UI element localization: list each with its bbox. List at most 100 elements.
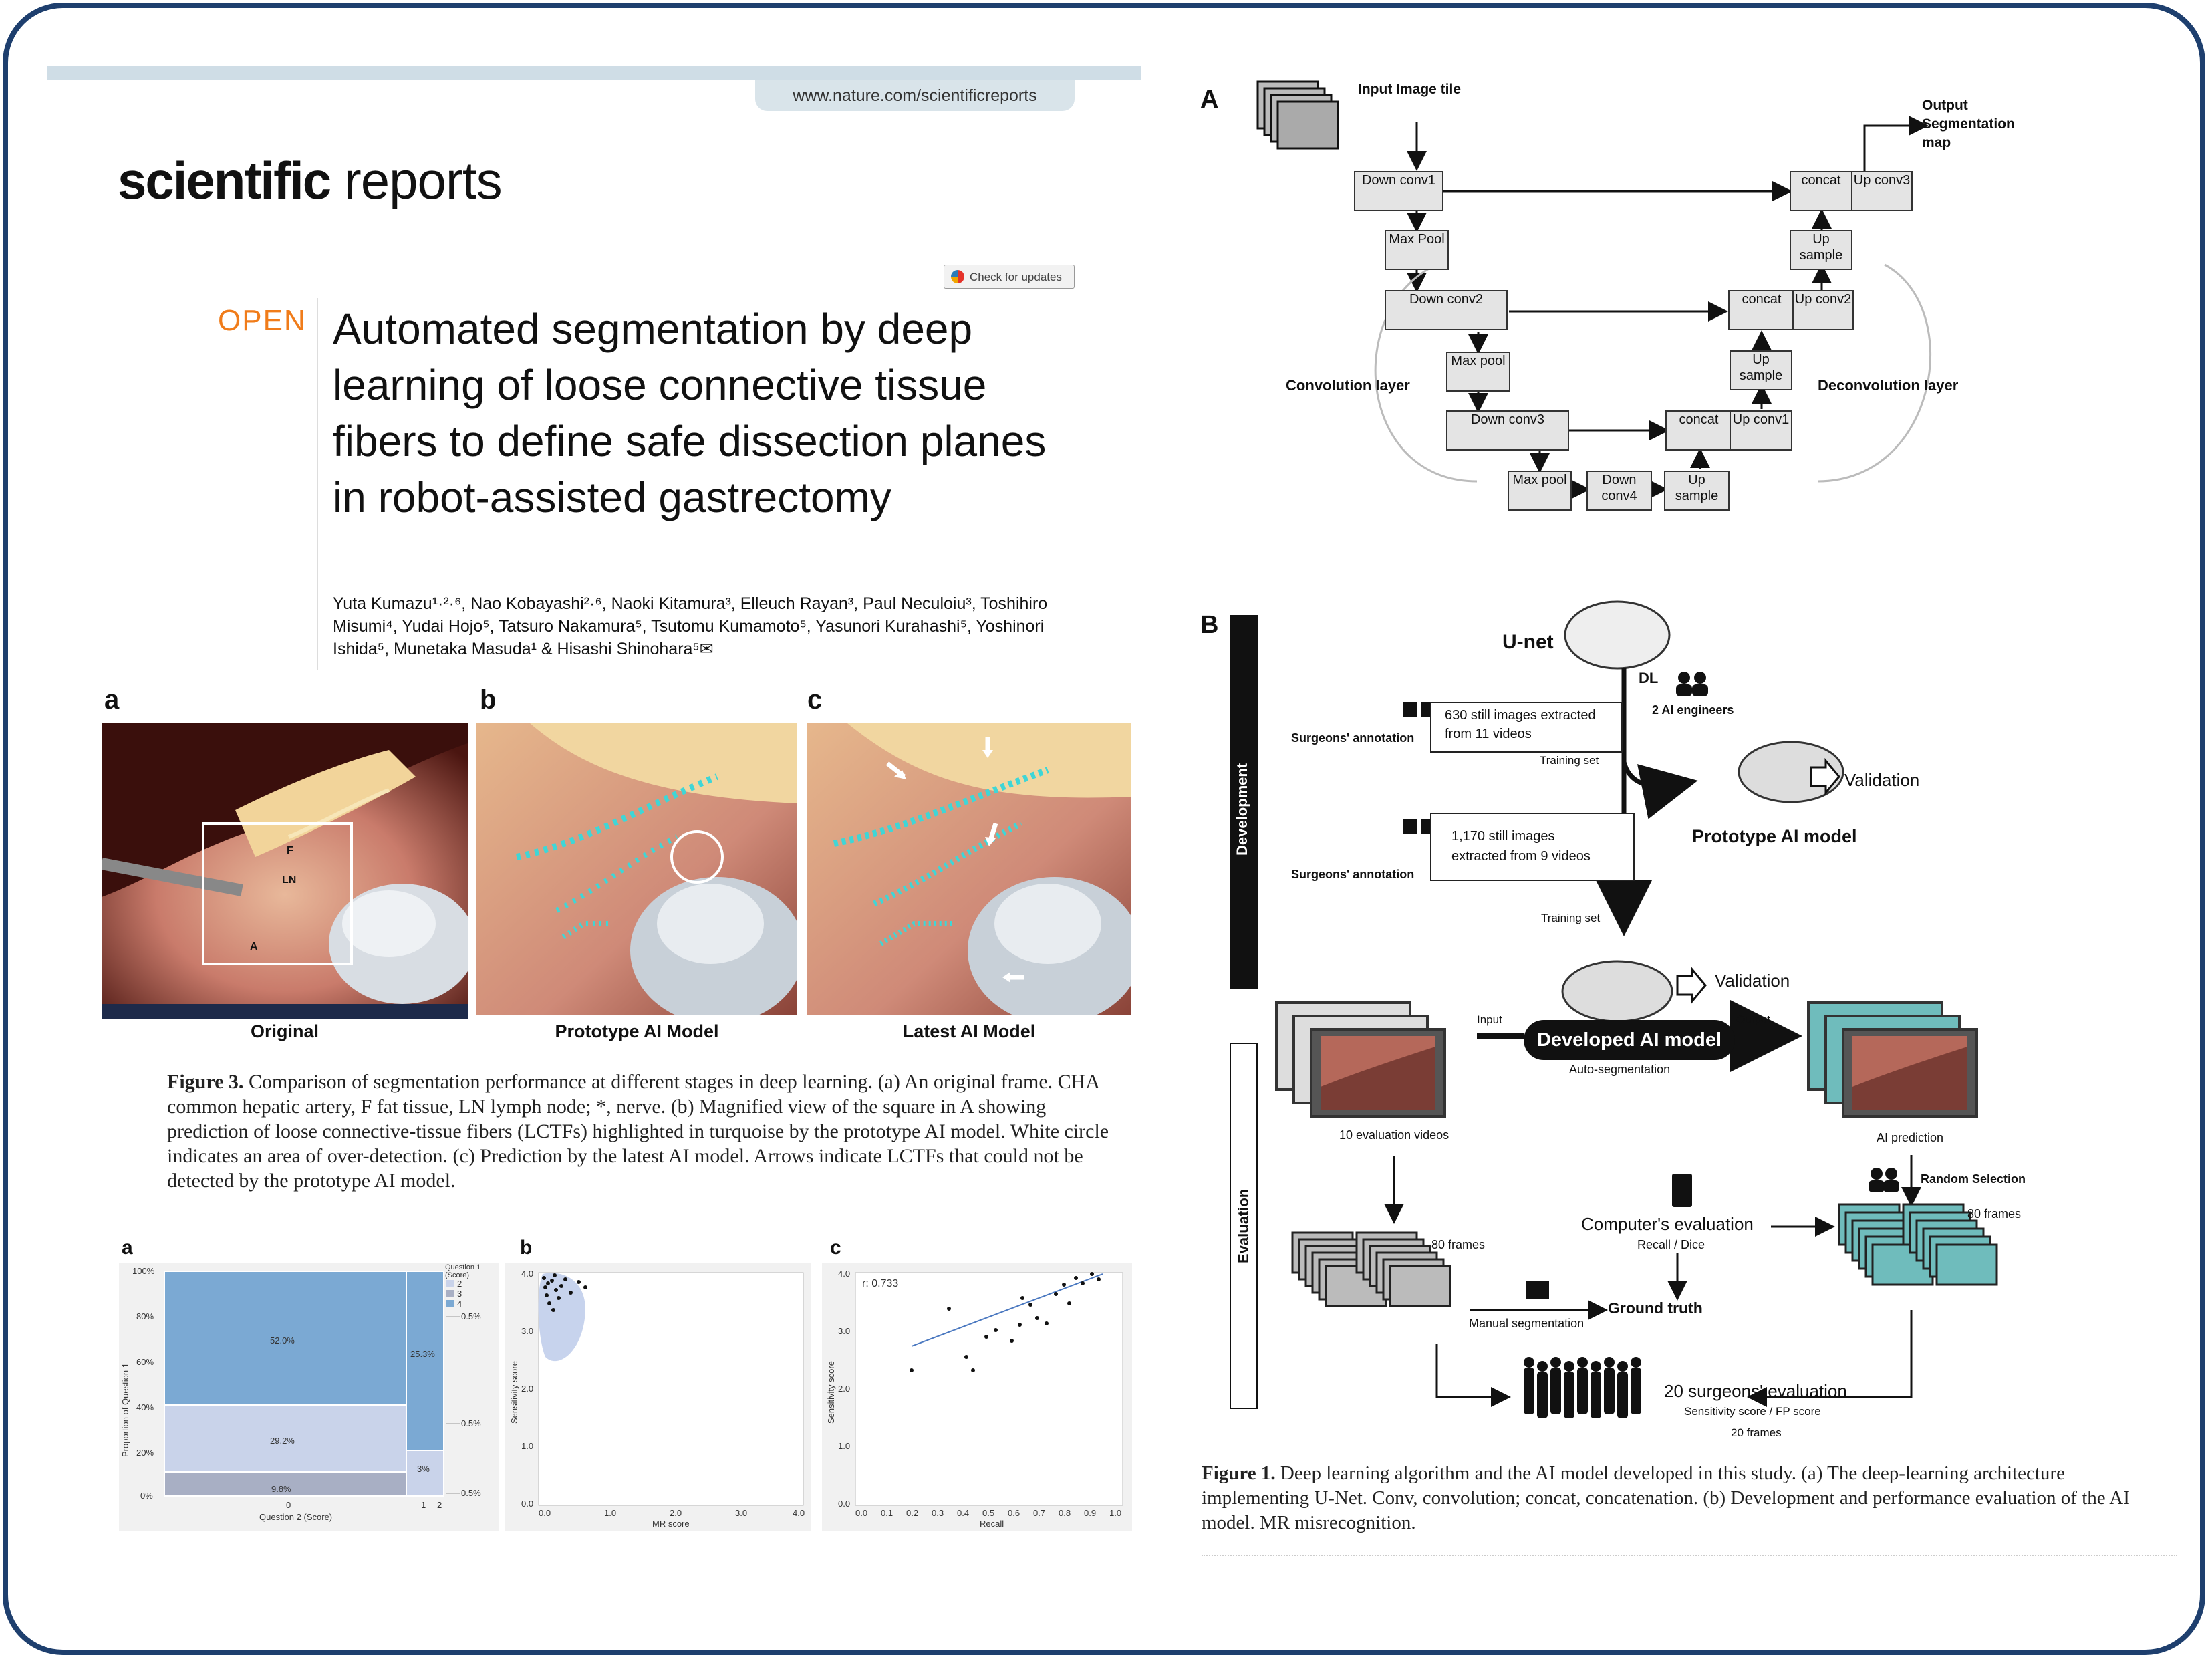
development-label: Development <box>1234 763 1250 856</box>
ground-truth-label: Ground truth <box>1608 1299 1703 1317</box>
image-stack-icon <box>1256 80 1339 150</box>
chart-b-point <box>559 1284 563 1288</box>
chart-b-xtick-4: 4.0 <box>793 1508 805 1518</box>
chart-b-point <box>577 1280 581 1284</box>
chart-c-xlabel: Recall <box>980 1519 1004 1529</box>
development-bar <box>1230 615 1258 989</box>
chart-b-xtick-0: 0.0 <box>539 1508 551 1518</box>
chart-a: 52.0% 29.2% 9.8% 25.3% 3% 0.5% 0.5% 0.5%… <box>119 1263 499 1531</box>
surgeon-head <box>1604 1357 1615 1368</box>
chart-c-point <box>1081 1281 1085 1285</box>
chart-c-point <box>1062 1283 1066 1287</box>
chart-c-point <box>994 1328 998 1332</box>
unet-down-conv3: Down conv3 <box>1446 410 1569 451</box>
chart-a-xtick-1: 1 <box>421 1500 426 1510</box>
frames-20-label: 20 frames <box>1731 1426 1782 1439</box>
developed-ai-model: Developed AI model <box>1524 1020 1735 1060</box>
chart-c-point <box>1020 1296 1024 1300</box>
chart-c-xtick: 0.7 <box>1033 1508 1046 1518</box>
chart-a-side-2: 0.5% <box>461 1418 481 1428</box>
chart-b-point <box>550 1279 554 1283</box>
surgeon-head <box>1564 1361 1574 1372</box>
chart-c-point <box>1035 1316 1039 1320</box>
journal-logo: scientific reports <box>118 150 503 211</box>
chart-b-ytick-1: 1.0 <box>521 1441 534 1451</box>
chart-a-label-mid: 29.2% <box>270 1436 295 1446</box>
chart-c-point <box>1074 1276 1078 1280</box>
recall-dice-label: Recall / Dice <box>1637 1238 1705 1251</box>
fig3-panel-c-letter: c <box>807 685 823 715</box>
chart-a-letter: a <box>122 1237 133 1259</box>
unet-concat-3: concat <box>1790 171 1852 211</box>
fig3-caption-text: Comparison of segmentation performance a… <box>167 1071 1109 1192</box>
journal-logo-bold: scientific <box>118 151 331 210</box>
chart-a-xtick-0: 0 <box>286 1500 291 1510</box>
manual-segmentation-label: Manual segmentation <box>1469 1317 1584 1330</box>
surgeon-head <box>1631 1357 1641 1368</box>
surgeon-body <box>1537 1372 1548 1418</box>
unet-down-conv1: Down conv1 <box>1354 171 1443 211</box>
unet-concat-1: concat <box>1665 410 1732 451</box>
prototype-ai-model-label: Prototype AI model <box>1692 826 1857 846</box>
chart-b-xtick-1: 1.0 <box>604 1508 617 1518</box>
chart-c-ylabel: Sensitivity score <box>826 1361 836 1424</box>
chart-c-xtick: 0.3 <box>932 1508 944 1518</box>
auto-segmentation-label: Auto-segmentation <box>1569 1063 1671 1076</box>
fig3-prototype-photo <box>476 723 797 1015</box>
unet-up-sample-1: Up sample <box>1664 471 1730 511</box>
flow-connectors <box>1384 600 1921 1407</box>
validation-2-label: Validation <box>1715 971 1790 991</box>
chart-a-ytick-60: 60% <box>136 1357 154 1367</box>
check-updates-button[interactable]: Check for updates <box>944 265 1075 289</box>
chart-b-xtick-2: 2.0 <box>670 1508 682 1518</box>
fig3-label-latest: Latest AI Model <box>902 1021 1036 1041</box>
chart-c-point <box>984 1335 988 1339</box>
chart-a-ytick-80: 80% <box>136 1311 154 1321</box>
surgeon-body <box>1631 1368 1641 1414</box>
chart-b-point <box>553 1273 557 1277</box>
chart-b-ytick-3: 3.0 <box>521 1326 534 1336</box>
chart-a-legend-3: 3 <box>457 1289 462 1299</box>
surgeon-head <box>1537 1361 1548 1372</box>
open-access-label: OPEN <box>218 304 307 337</box>
unet-output-label: Output Segmentation map <box>1922 98 2015 150</box>
unet-down-conv4: Down conv4 <box>1586 471 1652 511</box>
unet-connectors <box>1374 116 1931 499</box>
chart-b-ylabel: Sensitivity score <box>509 1361 519 1424</box>
chart-c-point <box>947 1307 951 1311</box>
deconvolution-layer-label: Deconvolution layer <box>1818 377 1959 394</box>
chart-b-point <box>554 1288 558 1292</box>
unet-max-pool-1: Max Pool <box>1385 230 1449 270</box>
surgeons-annotation-1: Surgeons' annotation <box>1291 731 1415 745</box>
surgeon-head <box>1577 1357 1588 1368</box>
chart-c-xtick: 0.8 <box>1059 1508 1071 1518</box>
journal-url[interactable]: www.nature.com/scientificreports <box>755 80 1075 111</box>
chart-c-xtick: 0.5 <box>982 1508 995 1518</box>
frames-stack-teal <box>1838 1203 1998 1286</box>
chart-a-legend-title: Question 1 (Score) <box>445 1263 481 1279</box>
chart-b-point <box>545 1293 549 1297</box>
surgeons-annotation-2: Surgeons' annotation <box>1291 868 1415 881</box>
chart-c-ytick-3: 3.0 <box>838 1326 851 1336</box>
chart-c-point <box>1010 1339 1014 1343</box>
chart-c-xtick: 0.9 <box>1084 1508 1097 1518</box>
chart-c-ytick-2: 2.0 <box>838 1384 851 1394</box>
frames-80-teal-label: 80 frames <box>1967 1207 2022 1221</box>
article-title: Automated segmentation by deep learning … <box>333 305 1047 521</box>
fig3-caption-head: Figure 3. <box>167 1071 244 1093</box>
surgeon-body <box>1550 1368 1561 1414</box>
fig3-panel-a-letter: a <box>104 685 120 715</box>
chart-a-ytick-20: 20% <box>136 1448 154 1458</box>
author-list: Yuta Kumazu¹·²·⁶, Nao Kobayashi²·⁶, Naok… <box>333 594 1048 658</box>
chart-c-point <box>1054 1292 1058 1296</box>
fig1-panel-A-letter: A <box>1200 86 1219 114</box>
unet-input-label: Input Image tile <box>1358 82 1462 97</box>
unet-up-conv1: Up conv1 <box>1730 410 1792 451</box>
chart-a-side-1: 0.5% <box>461 1311 481 1321</box>
chart-b-point <box>583 1285 587 1289</box>
chart-b-point <box>542 1276 546 1280</box>
chart-b-point <box>547 1301 551 1305</box>
chart-c-point <box>1067 1301 1071 1305</box>
fig3-panel-b-letter: b <box>480 685 497 715</box>
chart-c-xtick: 0.2 <box>906 1508 919 1518</box>
